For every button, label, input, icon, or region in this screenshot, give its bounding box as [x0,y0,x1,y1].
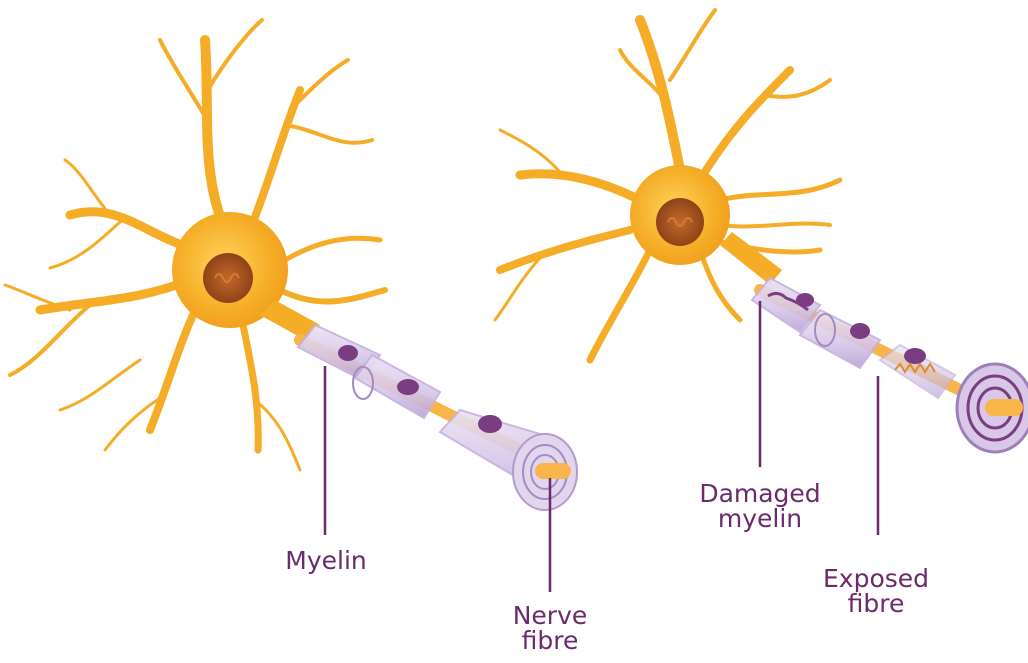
exposed-fibre-segment [880,345,955,398]
damaged-neuron [495,10,1028,452]
nerve-fibre-label: Nerve fibre [500,603,600,653]
healthy-nucleus [203,253,253,303]
healthy-neuron [5,20,577,510]
damaged-myelin-label: Damaged myelin [680,481,840,531]
exposed-fibre-label: Exposed fibre [806,566,946,616]
myelin-label: Myelin [278,548,374,573]
damaged-axon [752,278,1028,452]
healthy-myelin-segment [353,355,440,418]
damaged-nucleus [656,198,704,246]
damaged-myelin-segment [800,310,880,368]
healthy-axon [298,325,577,510]
